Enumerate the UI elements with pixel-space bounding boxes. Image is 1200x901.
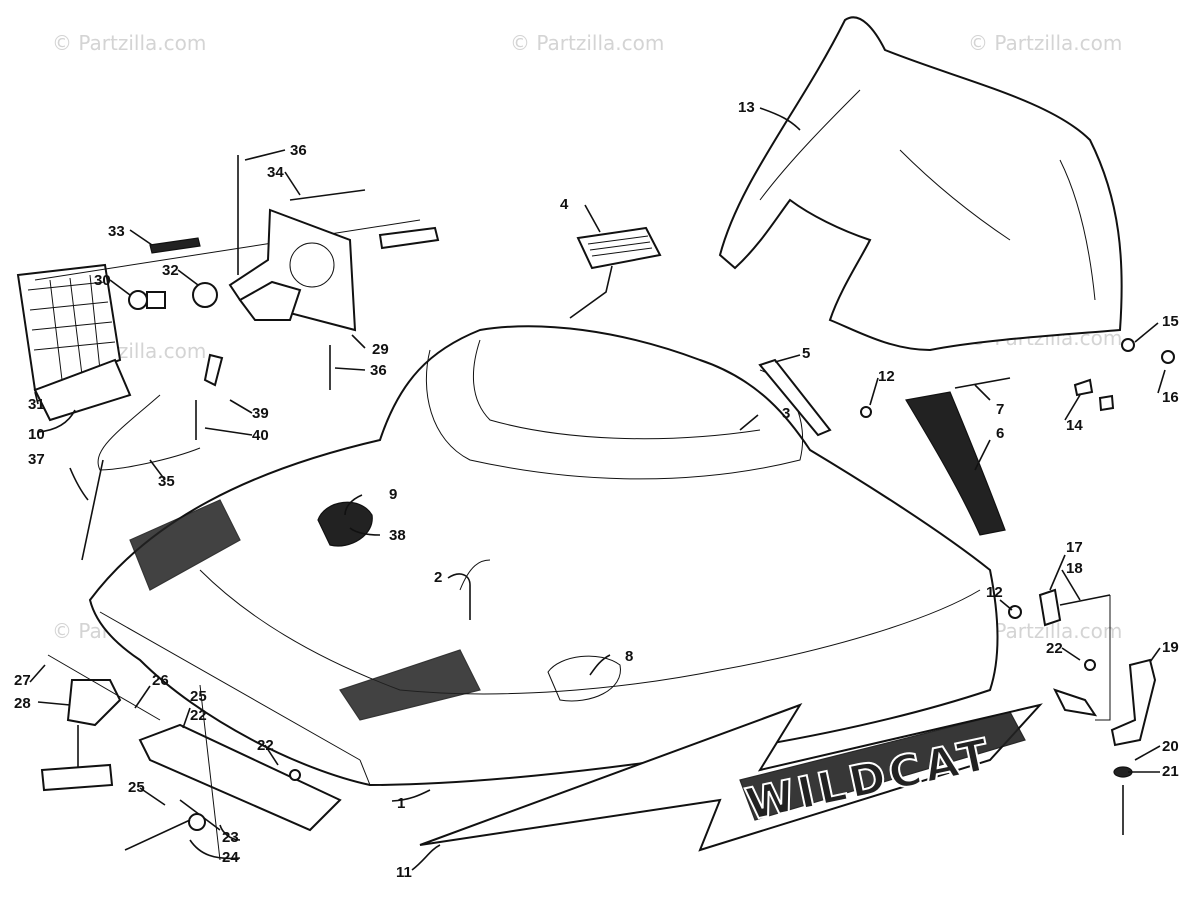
axis-23 [199,684,221,861]
spring-33 [149,237,201,254]
watermark-top-right: © Partzilla.com [968,31,1122,55]
axis-27 [47,654,161,721]
callout-7: 7 [996,401,1004,418]
callout-2: 2 [434,569,442,586]
decal-4 [576,226,662,270]
rod-37 [81,459,104,561]
right-hardware [1008,588,1157,835]
headlight-axis [34,219,421,281]
callout-18: 18 [1066,560,1083,577]
callout-8: 8 [625,648,633,665]
headlight-assembly [16,263,132,422]
callout-33: 33 [108,223,125,240]
watermark-top-center: © Partzilla.com [510,31,664,55]
callout-25b: 25 [128,779,145,796]
bumper-23 [138,723,342,832]
callout-29: 29 [372,341,389,358]
callout-32: 32 [162,262,179,279]
callout-36a: 36 [290,142,307,159]
strip-5 [758,358,832,437]
callout-19: 19 [1162,639,1179,656]
bracket-29 [228,208,440,332]
callout-10: 10 [28,426,45,443]
callout-22a: 22 [1046,640,1063,657]
windshield [718,16,1123,352]
callout-17: 17 [1066,539,1083,556]
gauge-9 [317,501,373,547]
screw-24 [124,819,191,851]
callout-34: 34 [267,164,284,181]
callout-11: 11 [396,864,412,881]
callouts: 1 2 3 4 5 6 7 8 9 10 11 12 12 13 14 15 1… [14,99,1179,881]
socket-32 [192,282,218,308]
bracket-28 [40,679,122,792]
callout-16: 16 [1162,389,1179,406]
callout-15: 15 [1162,313,1179,330]
hood [88,325,999,787]
callout-20: 20 [1162,738,1179,755]
callout-26: 26 [152,672,169,689]
callout-14: 14 [1066,417,1083,434]
bulb-30 [128,290,166,310]
callout-3: 3 [782,405,790,422]
nut-22c [289,769,301,781]
callout-21: 21 [1162,763,1179,780]
callout-39: 39 [252,405,269,422]
callout-4: 4 [560,196,569,213]
callout-38: 38 [389,527,406,544]
mesh-strip-6 [905,391,1006,536]
callout-35: 35 [158,473,175,490]
bolt-34 [289,189,366,201]
callout-5: 5 [802,345,810,362]
callout-1: 1 [397,795,405,812]
callout-22c: 22 [257,737,274,754]
leader-lines [29,107,1166,871]
callout-24: 24 [222,849,239,866]
callout-13: 13 [738,99,755,116]
watermark-top-left: © Partzilla.com [52,31,206,55]
callout-12a: 12 [878,368,895,385]
connector-39 [203,353,224,387]
callout-31: 31 [28,396,45,413]
callout-25a: 25 [190,688,207,705]
callout-30: 30 [94,272,111,289]
wire-35 [97,394,201,471]
callout-36b: 36 [370,362,387,379]
callout-40: 40 [252,427,269,444]
callout-22b: 22 [190,707,207,724]
callout-23: 23 [222,829,239,846]
callout-6: 6 [996,425,1004,442]
callout-12b: 12 [986,584,1003,601]
windshield-fasteners [860,338,1175,418]
callout-27: 27 [14,672,31,689]
callout-37: 37 [28,451,45,468]
callout-28: 28 [14,695,31,712]
callout-9: 9 [389,486,397,503]
leader-4 [569,265,613,319]
